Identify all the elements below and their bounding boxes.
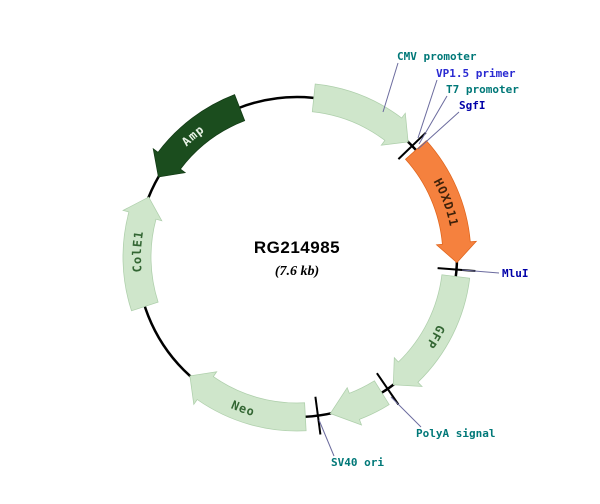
neo-arrow	[189, 371, 307, 432]
plasmid-name: RG214985	[254, 238, 340, 257]
label-leader-lines	[318, 62, 500, 457]
cmv-promoter-arrow	[311, 83, 409, 146]
amp-arrow	[152, 94, 246, 178]
plasmid-size: (7.6 kb)	[275, 264, 319, 279]
feature-arrows	[122, 83, 478, 432]
gfp-arrow	[392, 274, 471, 387]
site-tick	[397, 131, 427, 160]
cole1-arrow	[122, 196, 163, 312]
cole1-label: ColE1	[130, 230, 146, 273]
mlui-label-line	[461, 269, 500, 274]
polya-arrow-arrow	[329, 380, 390, 426]
polya-label-line	[390, 396, 422, 428]
mlui-label: MluI	[502, 267, 529, 280]
sgfi-label: SgfI	[459, 99, 486, 112]
hoxd11-arrow	[404, 140, 478, 264]
cmv-promoter-label: CMV promoter	[397, 50, 477, 63]
sv40-label: SV40 ori	[331, 456, 384, 469]
t7-promoter-label: T7 promoter	[446, 83, 519, 96]
site-tick	[314, 396, 322, 435]
sv40-label-line	[318, 419, 335, 457]
cmv-promoter-label-line	[382, 62, 399, 113]
polya-label: PolyA signal	[416, 427, 495, 440]
vp15-primer-label: VP1.5 primer	[436, 67, 516, 80]
site-tick	[376, 372, 400, 406]
vp15-primer-label-line	[417, 79, 438, 139]
sgfi-label-line	[417, 111, 460, 150]
t7-promoter-label-line	[418, 95, 448, 145]
